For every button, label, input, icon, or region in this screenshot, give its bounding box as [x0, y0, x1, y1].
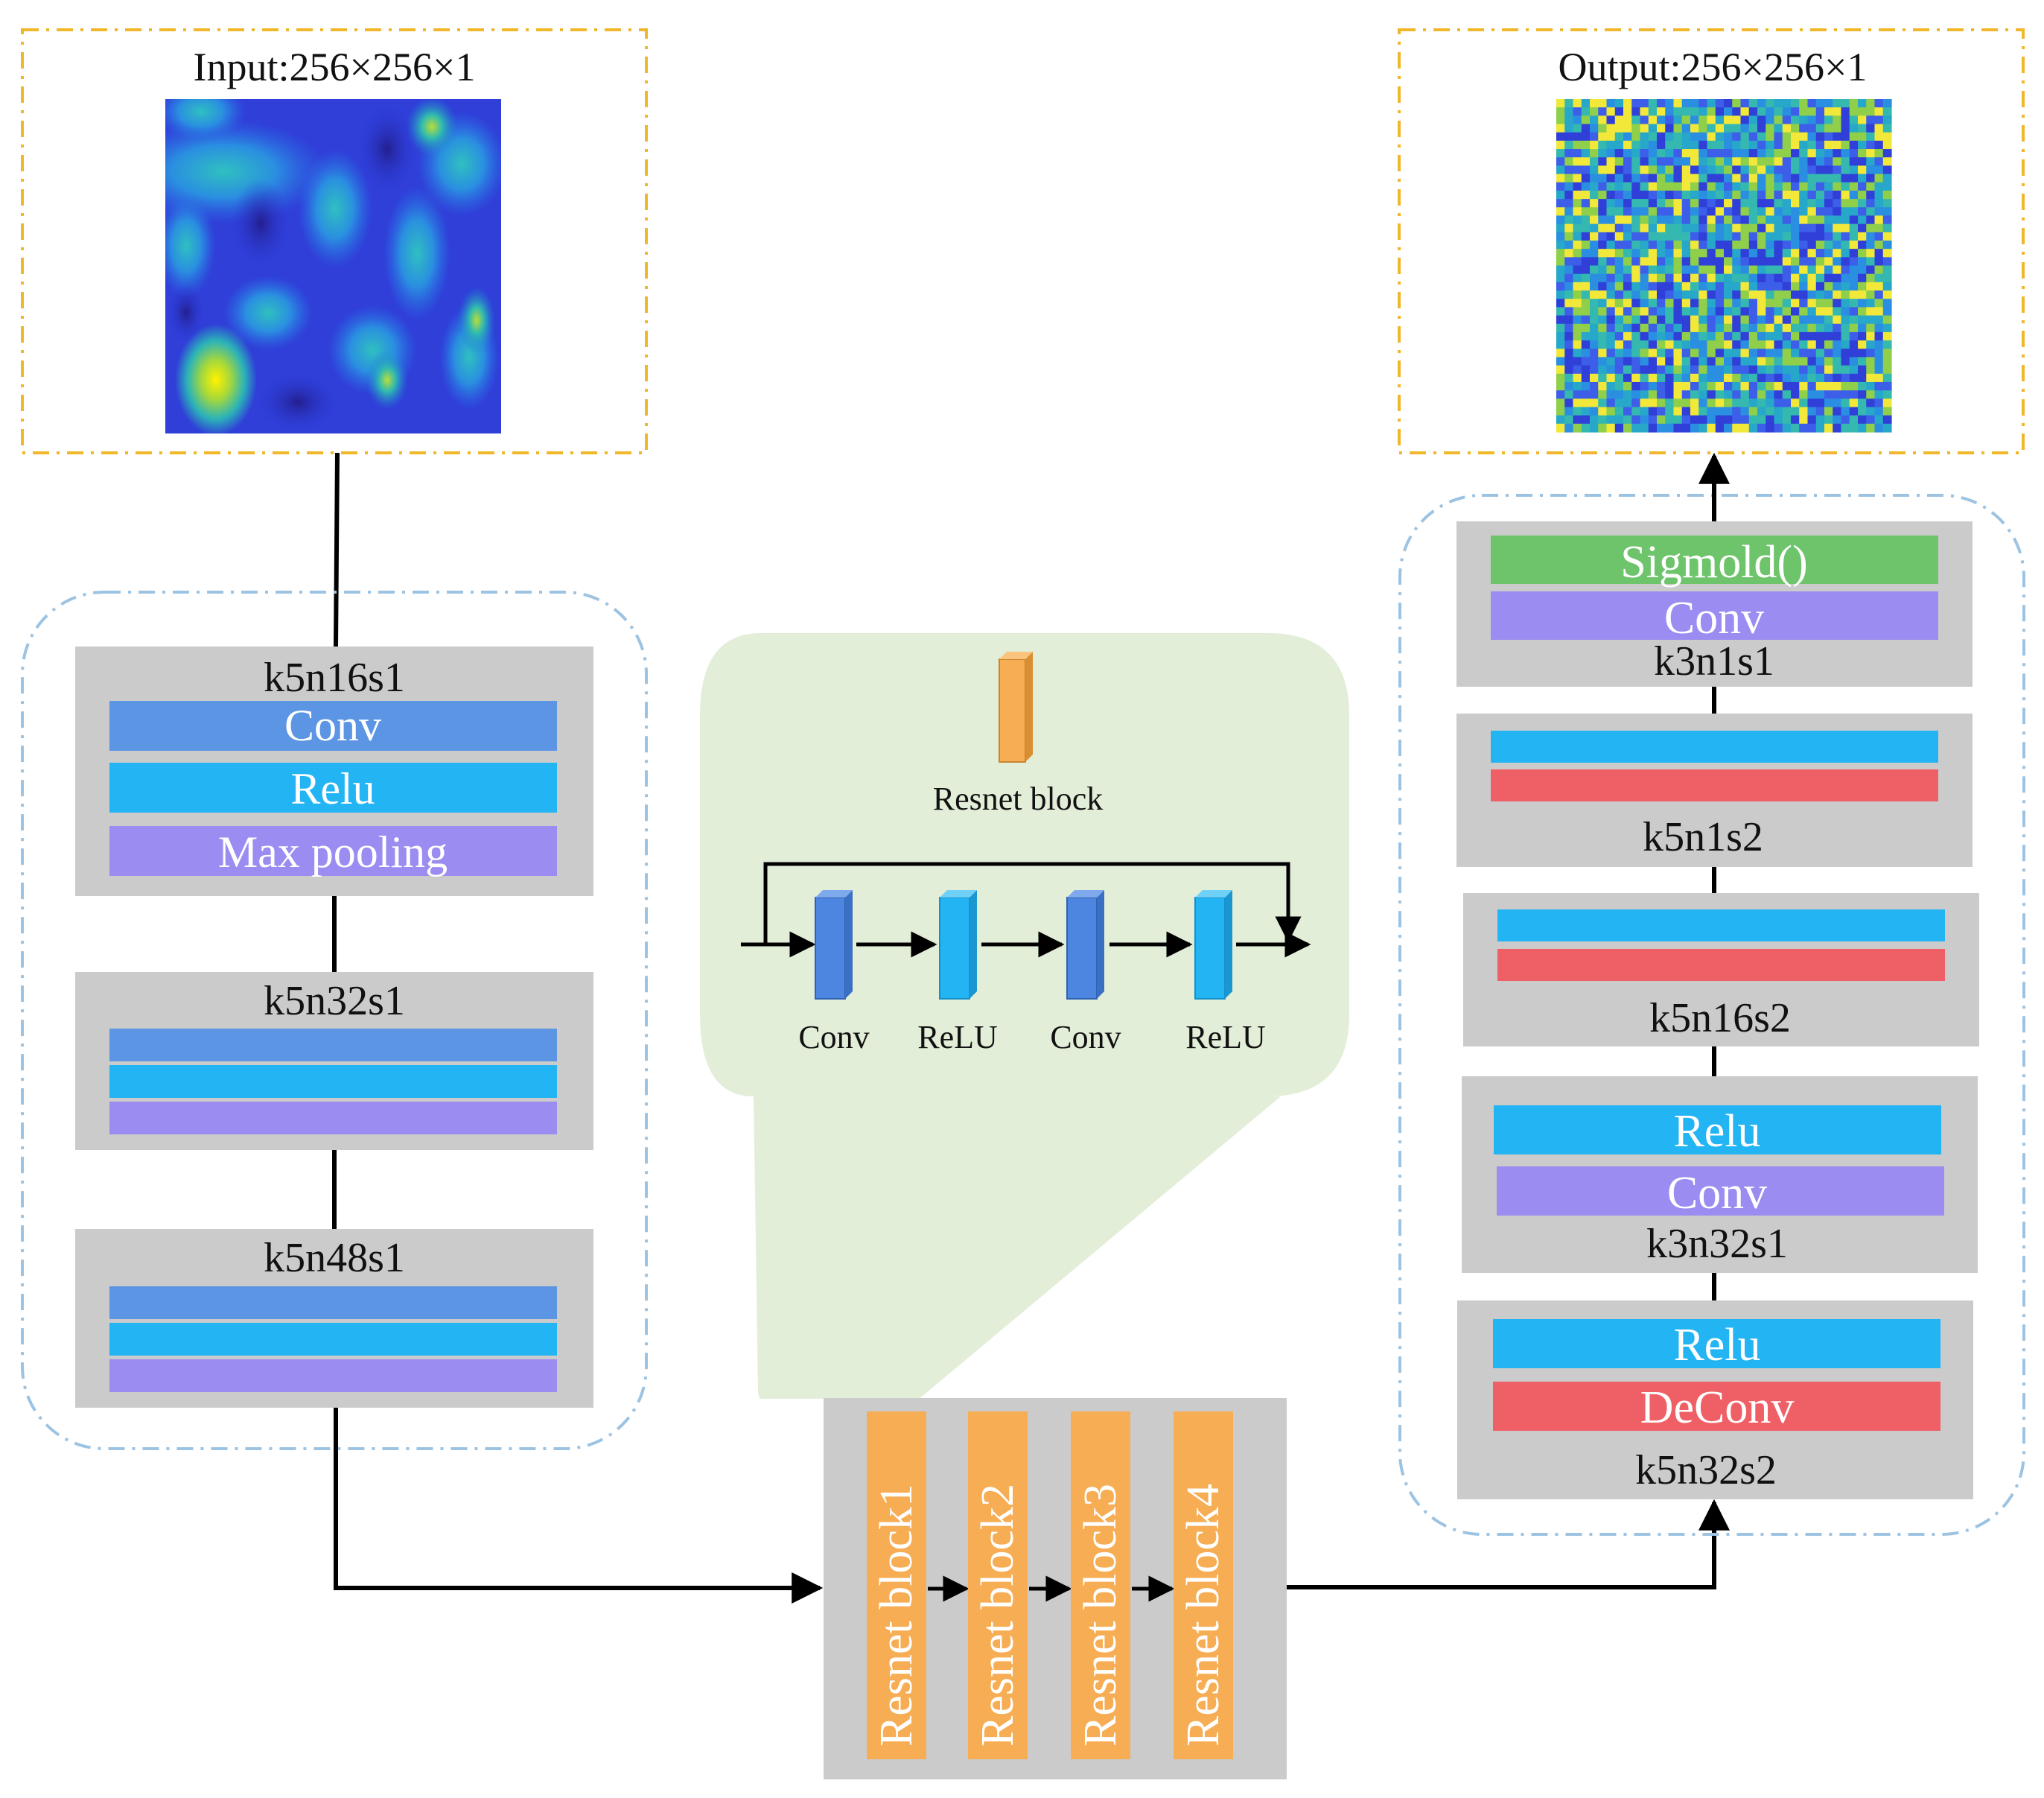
resnet-step-conv-1: [815, 890, 853, 1000]
resnet-block-3-label: Resnet block3: [1075, 1484, 1126, 1747]
resnet-block-4: Resnet block4: [1174, 1411, 1233, 1759]
encoder-block-1-label: k5n16s1: [264, 655, 405, 701]
decoder-block-1-label: k3n1s1: [1654, 638, 1774, 684]
resnet-block-2-label: Resnet block2: [972, 1484, 1023, 1747]
decoder-sigmoid-layer: [1491, 536, 1938, 584]
decoder-block-5: Relu DeConv k5n32s2: [1457, 1300, 1973, 1499]
decoder-block-2-label: k5n1s2: [1643, 814, 1763, 860]
decoder-deconv-layer: [1493, 1382, 1940, 1431]
resnet-detail-title: Resnet block: [933, 781, 1104, 817]
resnet-step-label-4: ReLU: [1185, 1019, 1266, 1055]
resnet-step-label-1: Conv: [798, 1019, 869, 1055]
resnet-step-relu-2: [1194, 890, 1232, 1000]
decoder-block-4-label: k3n32s1: [1646, 1221, 1788, 1267]
resnet-step-label-2: ReLU: [917, 1019, 998, 1055]
resnet-step-relu-1: [939, 890, 977, 1000]
resnet-step-conv-2: [1066, 890, 1104, 1000]
input-connector: [334, 452, 340, 647]
decoder-block-2: k5n1s2: [1456, 714, 1973, 867]
decoder-block-4: Relu Conv k3n32s1: [1462, 1076, 1978, 1273]
decoder-block-3-label: k5n16s2: [1649, 995, 1791, 1041]
decoder-block-3: k5n16s2: [1463, 893, 1979, 1046]
resnet-skip-connection: [763, 862, 1302, 944]
input-heatmap: [165, 99, 501, 433]
resnet-to-decoder-arrow: [1287, 1499, 1730, 1589]
encoder-to-resnet-arrow: [334, 1408, 824, 1604]
encoder-block-3-label: k5n48s1: [264, 1235, 405, 1281]
encoder-block-3: k5n48s1: [75, 1229, 593, 1408]
output-frame: [1398, 28, 2025, 454]
resnet-step-label-3: Conv: [1050, 1019, 1121, 1055]
decoder-relu-4-label: Relu: [1673, 1106, 1760, 1157]
decoder-conv-4-label: Conv: [1667, 1168, 1767, 1219]
input-frame: [21, 28, 648, 454]
output-title: Output:256×256×1: [1559, 45, 1868, 89]
decoder-block-1: Sigmold() Conv k3n1s1: [1456, 521, 1973, 687]
encoder-frame: [21, 591, 648, 1450]
resnet-block-4-label: Resnet block4: [1178, 1484, 1229, 1747]
decoder-relu-5-layer: [1493, 1319, 1940, 1368]
resnet-block-legend-icon: [999, 652, 1033, 763]
decoder-relu-5-label: Relu: [1673, 1320, 1760, 1370]
encoder-pool-label: Max pooling: [218, 827, 448, 877]
resnet-block-2: Resnet block2: [968, 1411, 1028, 1759]
resnet-block-1: Resnet block1: [867, 1411, 926, 1759]
decoder-block-5-label: k5n32s2: [1635, 1447, 1777, 1493]
decoder-deconv-label: DeConv: [1640, 1382, 1795, 1433]
output-noise-map: [1556, 99, 1892, 433]
encoder-relu-label: Relu: [290, 764, 375, 813]
decoder-conv-top-label: Conv: [1664, 593, 1764, 644]
encoder-block-1: k5n16s1 Conv Relu Max pooling: [75, 647, 593, 896]
resnet-block-3: Resnet block3: [1071, 1411, 1130, 1759]
decoder-sigmoid-label: Sigmold(): [1620, 537, 1807, 588]
decoder-conv-top-layer: [1491, 591, 1938, 640]
encoder-block-2: k5n32s1: [75, 972, 593, 1150]
encoder-relu-layer: [109, 763, 557, 813]
resnet-block-1-label: Resnet block1: [871, 1484, 922, 1747]
encoder-block-2-label: k5n32s1: [264, 978, 405, 1024]
input-title: Input:256×256×1: [194, 45, 476, 89]
encoder-pool-layer: [109, 826, 557, 876]
encoder-conv-label: Conv: [284, 701, 381, 750]
encoder-conv-layer: [109, 701, 557, 751]
decoder-relu-4-layer: [1494, 1105, 1941, 1154]
decoder-conv-4-layer: [1497, 1166, 1944, 1216]
